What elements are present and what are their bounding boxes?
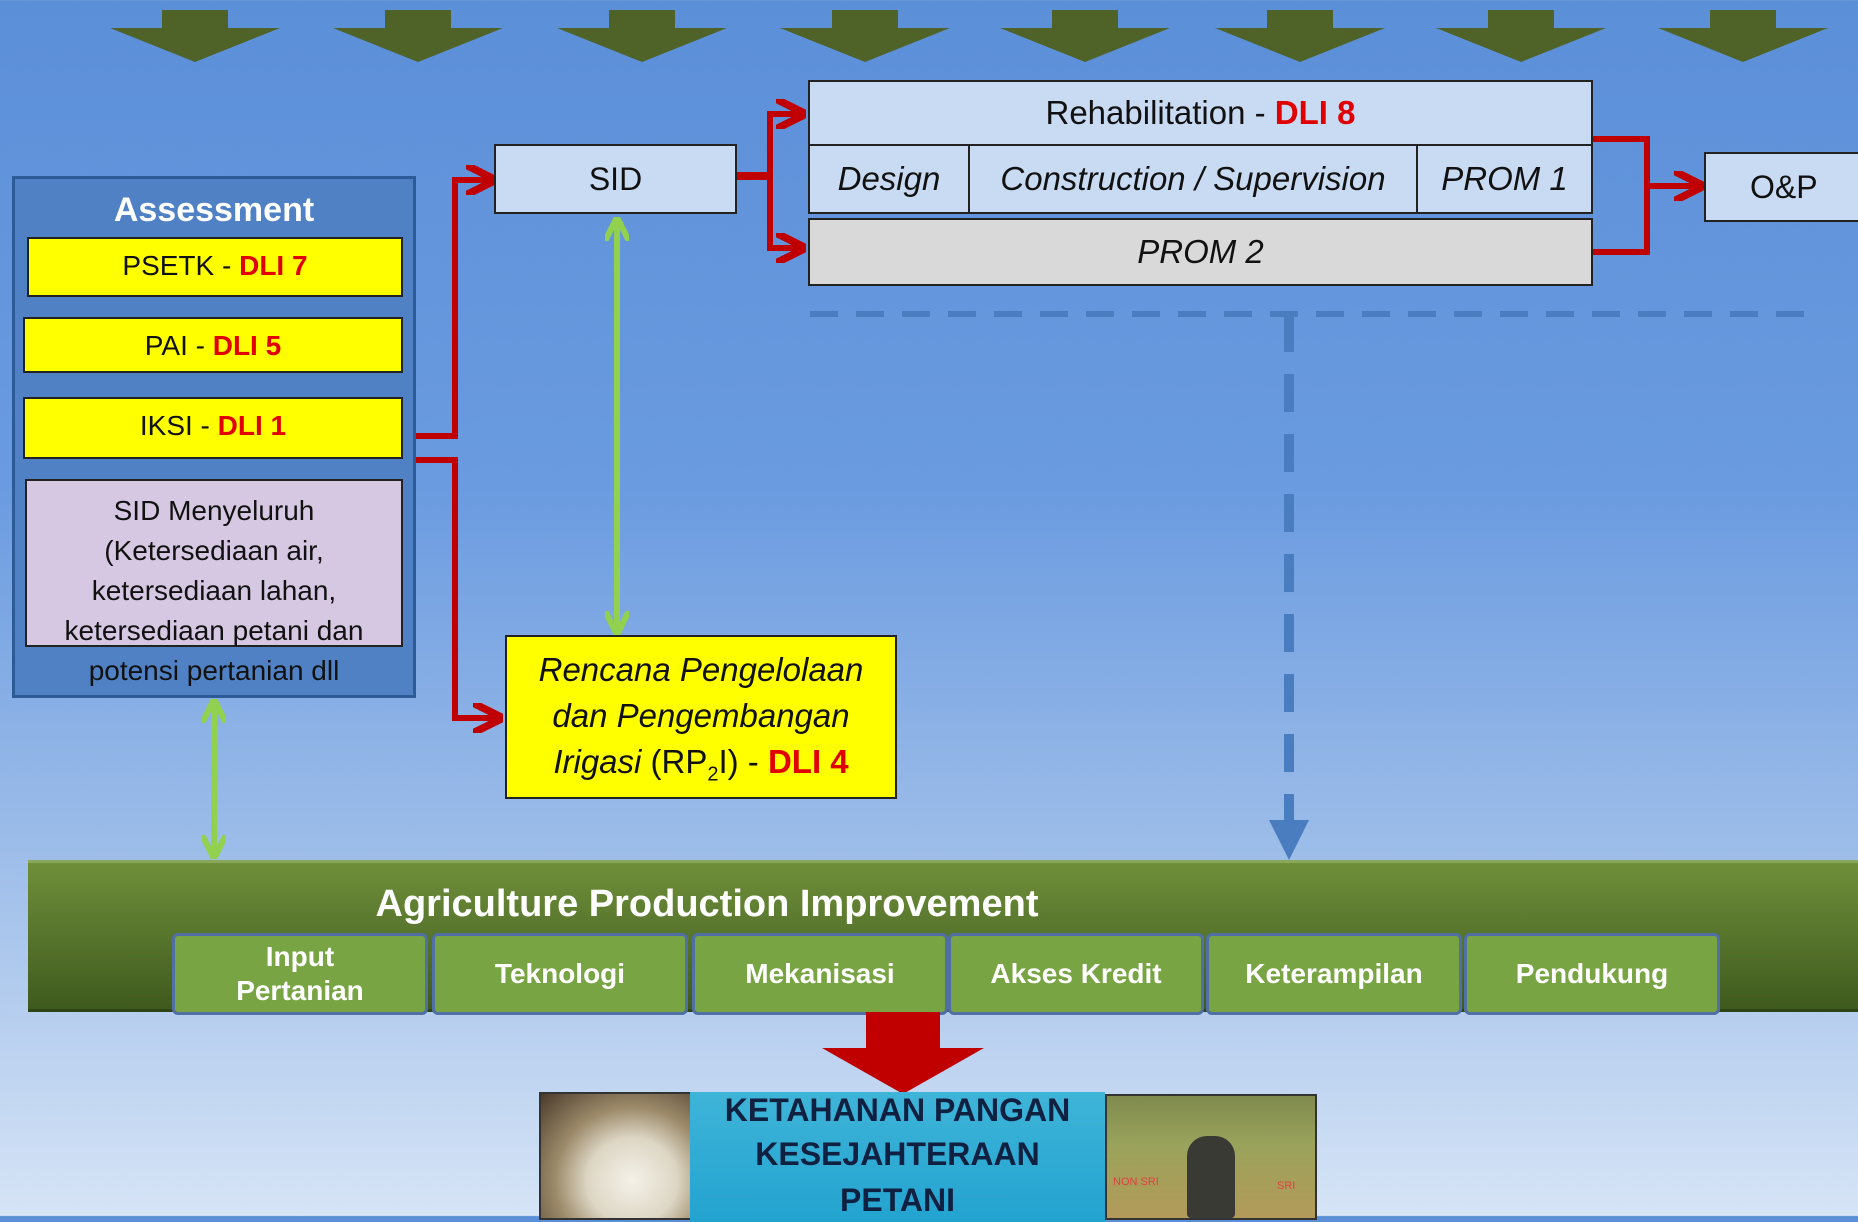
sid-menyeluruh-line: SID Menyeluruh (113, 495, 315, 526)
phase-design: Design (808, 144, 970, 214)
top-down-arrow (333, 10, 503, 62)
dli-label: DLI 8 (1274, 94, 1356, 131)
rp2i-line3: Irigasi (RP2I) - DLI 4 (553, 743, 849, 786)
op-box: O&P (1704, 152, 1858, 222)
assessment-item-label: PSETK - (122, 250, 240, 281)
rp2i-line2: dan Pengembangan (552, 697, 850, 734)
agri-item-pendukung: Pendukung (1464, 933, 1720, 1015)
top-down-arrow (1658, 10, 1828, 62)
rp2i-line1: Rencana Pengelolaan (538, 651, 864, 688)
phase-construction-supervision: Construction / Supervision (968, 144, 1418, 214)
dli-label: DLI 4 (767, 743, 849, 780)
dli-label: DLI 1 (217, 410, 287, 441)
prom2-box: PROM 2 (808, 218, 1593, 286)
flow-arrow-to-rehabilitation (767, 114, 800, 176)
rehabilitation-box: Rehabilitation - DLI 8 (808, 80, 1593, 146)
sid-menyeluruh-line: potensi pertanian dll (88, 655, 340, 686)
agriculture-bar: Agriculture Production Improvement Input… (28, 860, 1858, 1015)
assessment-item-label: IKSI - (139, 410, 218, 441)
farmer-figure (1187, 1136, 1235, 1218)
top-down-arrow (780, 10, 950, 62)
agri-item-akses-kredit: Akses Kredit (948, 933, 1204, 1015)
farmer-photo: NON SRI SRI (1105, 1094, 1317, 1220)
assessment-title: Assessment (113, 191, 315, 229)
assessment-item-pai: PAI - DLI 5 (23, 317, 403, 373)
agri-item-teknologi: Teknologi (432, 933, 688, 1015)
dli-label: DLI 7 (239, 250, 308, 281)
top-down-arrow (557, 10, 727, 62)
rp2i-box: Rencana Pengelolaan dan Pengembangan Iri… (505, 635, 897, 799)
flow-arrow-to-op (1593, 136, 1698, 255)
rehabilitation-label: Rehabilitation - (1045, 94, 1275, 131)
outcome-line: KESEJAHTERAAN (755, 1136, 1040, 1172)
top-down-arrow (1000, 10, 1170, 62)
dli-label: DLI 5 (212, 330, 282, 361)
outcome-line: KETAHANAN PANGAN (724, 1092, 1071, 1128)
assessment-item-psetk: PSETK - DLI 7 (27, 237, 403, 297)
outcome-box: KETAHANAN PANGAN KESEJAHTERAAN PETANI (690, 1092, 1105, 1222)
phase-prom1: PROM 1 (1416, 144, 1593, 214)
sid-menyeluruh-line: ketersediaan petani dan (64, 615, 364, 646)
agri-item-keterampilan: Keterampilan (1206, 933, 1462, 1015)
sid-menyeluruh-line: ketersediaan lahan, (91, 575, 337, 606)
top-down-arrow (110, 10, 280, 62)
rice-sack-photo (539, 1092, 695, 1220)
assessment-panel: Assessment PSETK - DLI 7 PAI - DLI 5 IKS… (12, 176, 416, 698)
agri-item-mekanisasi: Mekanisasi (692, 933, 948, 1015)
flow-arrow-to-prom2 (767, 176, 800, 248)
assessment-item-iksi: IKSI - DLI 1 (23, 397, 403, 459)
sid-menyeluruh-line: (Ketersediaan air, (104, 535, 324, 566)
assessment-item-label: PAI - (144, 330, 213, 361)
top-down-arrow (1215, 10, 1385, 62)
flow-arrow-assessment-to-rp2i (416, 457, 497, 718)
top-down-arrow (1436, 10, 1606, 62)
flow-arrow-assessment-to-sid (416, 180, 490, 439)
outcome-down-arrow (822, 1012, 984, 1094)
sid-box: SID (494, 144, 737, 214)
outcome-line: PETANI (840, 1182, 955, 1218)
sid-menyeluruh-box (25, 479, 403, 647)
agriculture-title: Agriculture Production Improvement (375, 883, 1039, 925)
